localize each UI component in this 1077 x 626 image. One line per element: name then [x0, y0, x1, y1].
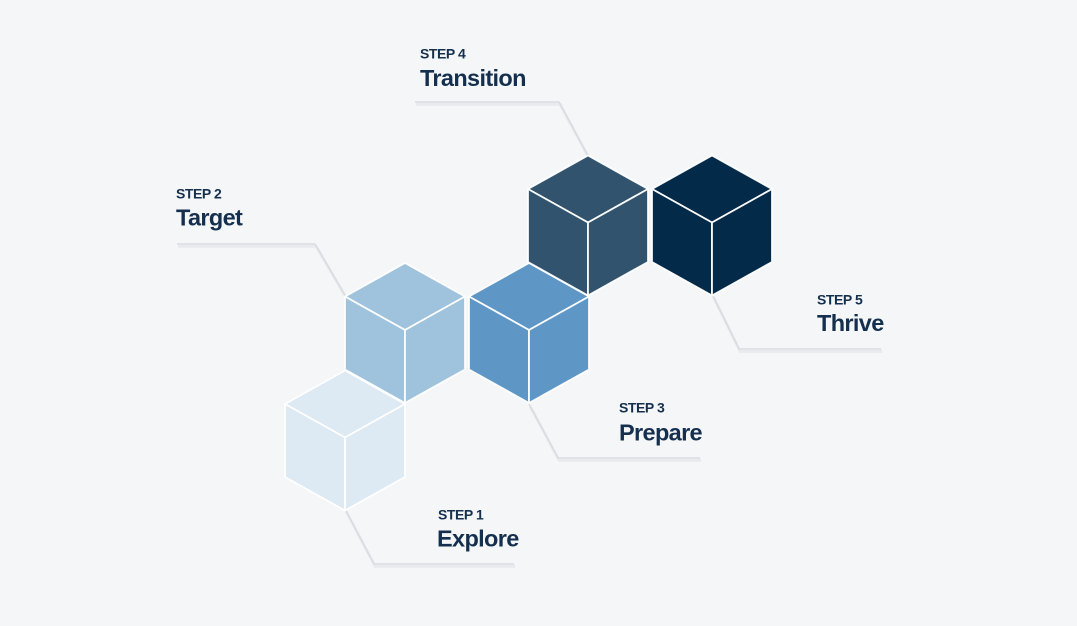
svg-text:Transition: Transition	[420, 65, 526, 91]
svg-text:STEP 5: STEP 5	[817, 291, 863, 307]
svg-text:STEP 2: STEP 2	[176, 186, 222, 202]
svg-text:Explore: Explore	[437, 525, 519, 551]
svg-text:STEP 3: STEP 3	[619, 399, 665, 415]
svg-text:Prepare: Prepare	[619, 419, 703, 445]
svg-text:Thrive: Thrive	[817, 310, 884, 336]
svg-text:STEP 4: STEP 4	[420, 45, 466, 61]
svg-text:Target: Target	[176, 205, 243, 231]
svg-text:STEP 1: STEP 1	[438, 506, 484, 522]
